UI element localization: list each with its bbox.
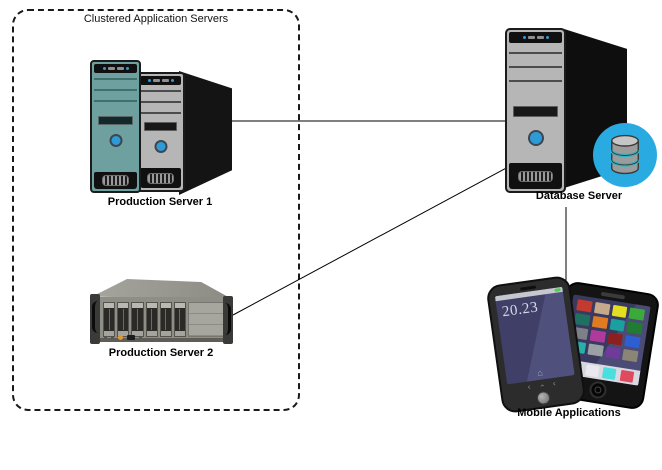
drive-bay-row (103, 302, 187, 337)
power-button-icon (154, 140, 167, 153)
drive-bay (131, 302, 144, 337)
phone-screen: 20.23 ⌂ (494, 286, 575, 385)
drive-slot (98, 116, 133, 125)
rack-handle-right (223, 296, 233, 344)
app-icon-10 (606, 332, 624, 346)
database-badge (593, 123, 657, 187)
status-led-icon (139, 335, 142, 339)
app-icon-grid (569, 299, 646, 363)
label-database-server: Database Server (535, 190, 623, 202)
vent-grille-icon (147, 172, 174, 184)
app-icon-0 (576, 299, 593, 313)
cluster-boundary (12, 9, 300, 411)
drive-slot (513, 106, 558, 117)
drive-bay (103, 302, 116, 337)
app-icon-11 (624, 335, 641, 349)
app-icon-4 (573, 313, 591, 327)
io-panel (509, 32, 562, 43)
rack-side-panel (188, 302, 226, 337)
lock-led-icon (545, 36, 549, 39)
server-side-panel (179, 71, 232, 195)
app-icon-13 (587, 343, 604, 357)
drive-bay (159, 302, 172, 337)
bay-line (509, 52, 562, 54)
bay-line (94, 89, 137, 91)
power-led-icon (125, 67, 129, 70)
speaker-icon (600, 291, 626, 300)
drive-button (161, 79, 169, 82)
app-icon-7 (626, 321, 643, 335)
status-led-icon (104, 335, 107, 339)
dock-icon-2 (602, 367, 617, 380)
label-production-server-1: Production Server 1 (107, 196, 213, 208)
tower-server-teal (90, 60, 141, 193)
home-button-icon (588, 380, 608, 400)
rack-handle-left (90, 294, 100, 344)
drive-button (152, 79, 160, 82)
app-icon-6 (609, 318, 626, 332)
app-icon-15 (622, 349, 639, 363)
app-icon-9 (589, 329, 606, 343)
battery-icon (554, 288, 561, 292)
dock-icon-1 (584, 364, 600, 378)
tower-server-database (505, 28, 566, 193)
io-panel (94, 64, 137, 73)
power-led-icon (170, 79, 174, 82)
drive-bay (117, 302, 130, 337)
power-switch (127, 334, 135, 340)
home-icon: ⌂ (536, 367, 544, 379)
drive-slot (144, 122, 177, 131)
power-led-icon (118, 334, 123, 340)
drive-button (116, 67, 124, 70)
drive-bay (145, 302, 158, 337)
bay-line (140, 112, 181, 114)
cluster-title: Clustered Application Servers (83, 13, 229, 25)
rack-server-body (93, 297, 231, 342)
power-button-icon (109, 134, 122, 147)
power-button-icon (527, 130, 544, 146)
back-icon: ‹ (527, 382, 532, 392)
drive-button (527, 36, 535, 39)
app-icon-2 (611, 304, 628, 318)
app-icon-14 (604, 346, 621, 360)
app-icon-1 (593, 301, 611, 316)
clock-text: 20.23 (501, 299, 540, 321)
drive-button (536, 36, 544, 39)
label-mobile-applications: Mobile Applications (517, 407, 621, 419)
tower-base (509, 163, 562, 189)
dock-icon-3 (619, 369, 635, 383)
tower-base (140, 168, 181, 188)
label-production-server-2: Production Server 2 (108, 347, 214, 359)
io-panel (140, 76, 181, 85)
drive-button (107, 67, 115, 70)
connector-production-server-2-database-server (232, 165, 511, 316)
status-led-icon (111, 335, 114, 339)
rack-top-panel (92, 279, 232, 299)
bay-line (140, 90, 181, 92)
bay-line (509, 66, 562, 68)
power-led-icon (147, 79, 151, 82)
smartphone-clock: 20.23 ⌂ ‹ ‹ ‹ (485, 274, 587, 415)
bay-line (94, 78, 137, 80)
app-icon-5 (591, 315, 608, 329)
menu-icon: ‹ (537, 383, 547, 388)
tower-server-gray (136, 72, 185, 192)
drive-bay (173, 302, 187, 337)
search-icon: ‹ (552, 378, 557, 388)
vent-grille-icon (102, 175, 129, 186)
bay-line (94, 100, 137, 102)
trackball-icon (536, 390, 551, 406)
database-icon (610, 134, 640, 175)
power-led-icon (522, 36, 526, 39)
rack-led-strip (104, 334, 184, 340)
vent-grille-icon (518, 170, 553, 182)
bay-line (509, 80, 562, 82)
bay-line (140, 101, 181, 103)
tower-base (94, 172, 137, 189)
app-icon-3 (628, 307, 646, 321)
power-led-icon (102, 67, 106, 70)
